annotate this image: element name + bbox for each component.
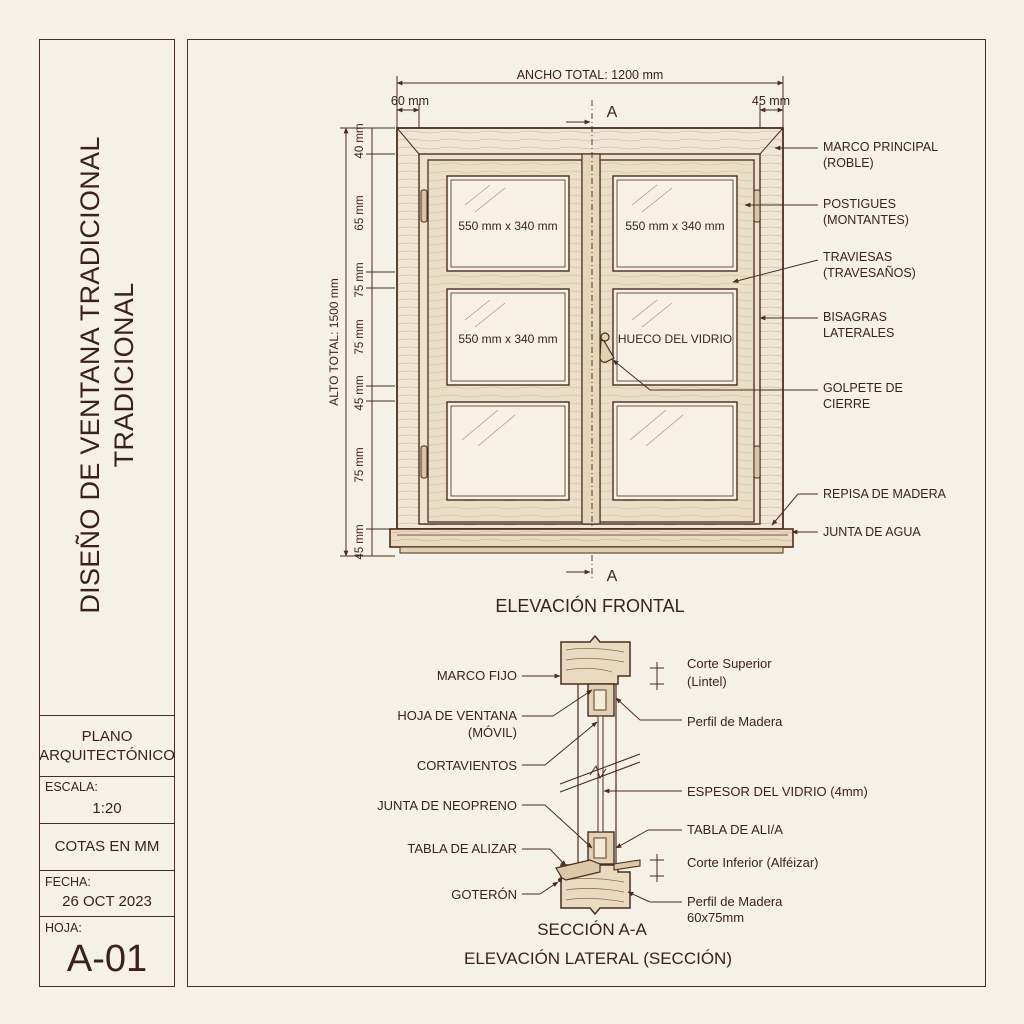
dim-label: 75 mm <box>354 262 366 297</box>
pane-size-label: 550 mm x 340 mm <box>625 219 724 233</box>
section-dimension-ticks <box>650 662 664 882</box>
glass-panes-inner <box>450 179 734 497</box>
label-top-cut-sub: (Lintel) <box>687 674 727 689</box>
total-height-label: ALTO TOTAL: 1500 mm <box>327 278 341 406</box>
callout-sill: REPISA DE MADERA <box>823 487 947 501</box>
section-marker-top: A <box>607 104 618 121</box>
sheet-label: HOJA: <box>45 921 82 935</box>
elevation-title: ELEVACIÓN FRONTAL <box>495 595 684 616</box>
callout-main-frame: MARCO PRINCIPAL <box>823 140 938 154</box>
title-block-divider <box>39 870 175 871</box>
dim-label: 45 mm <box>354 524 366 559</box>
callout-rails: TRAVIESAS <box>823 250 892 264</box>
glass-panes <box>446 175 738 501</box>
dim-label: 75 mm <box>354 447 366 482</box>
section-subtitle: ELEVACIÓN LATERAL (SECCIÓN) <box>464 949 732 968</box>
plan-type-line1: PLANO <box>81 728 133 745</box>
scale-label: ESCALA: <box>45 780 98 794</box>
label-top-cut: Corte Superior <box>687 656 772 671</box>
date-label: FECHA: <box>45 875 91 889</box>
section-drawing <box>555 634 641 916</box>
callout-main-frame-sub: (ROBLE) <box>823 156 874 170</box>
dim-label: 45 mm <box>354 375 366 410</box>
section-marker-bottom: A <box>607 568 618 585</box>
label-trim-board: TABLA DE ALIZAR <box>407 841 517 856</box>
total-width-label: ANCHO TOTAL: 1200 mm <box>517 68 664 82</box>
callout-latch: GOLPETE DE <box>823 381 903 395</box>
right-frame-width-label: 45 mm <box>752 94 790 108</box>
sheet-number: A-01 <box>66 938 148 980</box>
scale-value: 1:20 <box>92 800 122 817</box>
label-wood-profile-bottom: Perfil de Madera <box>687 894 783 909</box>
callout-hinges-sub: LATERALES <box>823 326 894 340</box>
label-sash-sub: (MÓVIL) <box>468 725 517 740</box>
label-bottom-cut: Corte Inferior (Alféizar) <box>687 855 818 870</box>
section-cut-markers <box>566 119 591 575</box>
callout-rails-sub: (TRAVESAÑOS) <box>823 266 916 280</box>
title-block-divider <box>39 715 175 716</box>
label-wood-profile: Perfil de Madera <box>687 714 783 729</box>
left-frame-width-label: 60 mm <box>391 94 429 108</box>
title-block <box>39 39 175 987</box>
vertical-dimensions <box>340 127 395 557</box>
label-wood-profile-size: 60x75mm <box>687 910 744 925</box>
section-leaders <box>522 673 682 903</box>
glass-reflections <box>461 184 684 447</box>
date-value: 26 OCT 2023 <box>62 893 152 910</box>
label-weatherstrip: CORTAVIENTOS <box>417 758 517 773</box>
pane-labels: 550 mm x 340 mm 550 mm x 340 mm 550 mm x… <box>458 219 732 346</box>
plan-type: PLANO ARQUITECTÓNICO <box>39 727 175 765</box>
section-right-labels: Corte Superior (Lintel) Perfil de Madera… <box>687 656 868 925</box>
total-width-dimension <box>396 76 784 128</box>
label-sash: HOJA DE VENTANA <box>397 708 517 723</box>
section-title: SECCIÓN A-A <box>537 920 647 939</box>
drawing-area <box>187 39 986 987</box>
label-trim-board-right: TABLA DE ALI/A <box>687 822 783 837</box>
callout-water-joint: JUNTA DE AGUA <box>823 525 921 539</box>
title-block-divider <box>39 916 175 917</box>
callout-latch-sub: CIERRE <box>823 397 870 411</box>
label-neoprene-seal: JUNTA DE NEOPRENO <box>377 798 517 813</box>
label-glass-thickness: ESPESOR DEL VIDRIO (4mm) <box>687 784 868 799</box>
handle-icon <box>599 332 615 363</box>
meeting-stile <box>581 153 601 525</box>
window-elevation <box>389 100 794 580</box>
callout-hinges: BISAGRAS <box>823 310 887 324</box>
label-fixed-frame: MARCO FIJO <box>437 668 517 683</box>
units-note: COTAS EN MM <box>54 838 160 855</box>
dim-label: 40 mm <box>354 123 366 158</box>
pane-size-label: 550 mm x 340 mm <box>458 332 557 346</box>
elevation-leaders <box>612 145 819 535</box>
title-block-divider <box>39 823 175 824</box>
callout-stiles-sub: (MONTANTES) <box>823 213 909 227</box>
plan-type-line2: ARQUITECTÓNICO <box>39 747 175 764</box>
pane-size-label: 550 mm x 340 mm <box>458 219 557 233</box>
dim-label: 75 mm <box>354 319 366 354</box>
section-left-labels: MARCO FIJO HOJA DE VENTANA (MÓVIL) CORTA… <box>377 668 517 902</box>
callout-stiles: POSTIGUES <box>823 197 896 211</box>
title-block-divider <box>39 776 175 777</box>
elevation-callouts: MARCO PRINCIPAL (ROBLE) POSTIGUES (MONTA… <box>823 140 947 539</box>
hinge-icon <box>420 189 761 479</box>
glass-opening-label: HUECO DEL VIDRIO <box>618 332 732 346</box>
label-drip: GOTERÓN <box>451 887 517 902</box>
dim-label: 65 mm <box>354 195 366 230</box>
